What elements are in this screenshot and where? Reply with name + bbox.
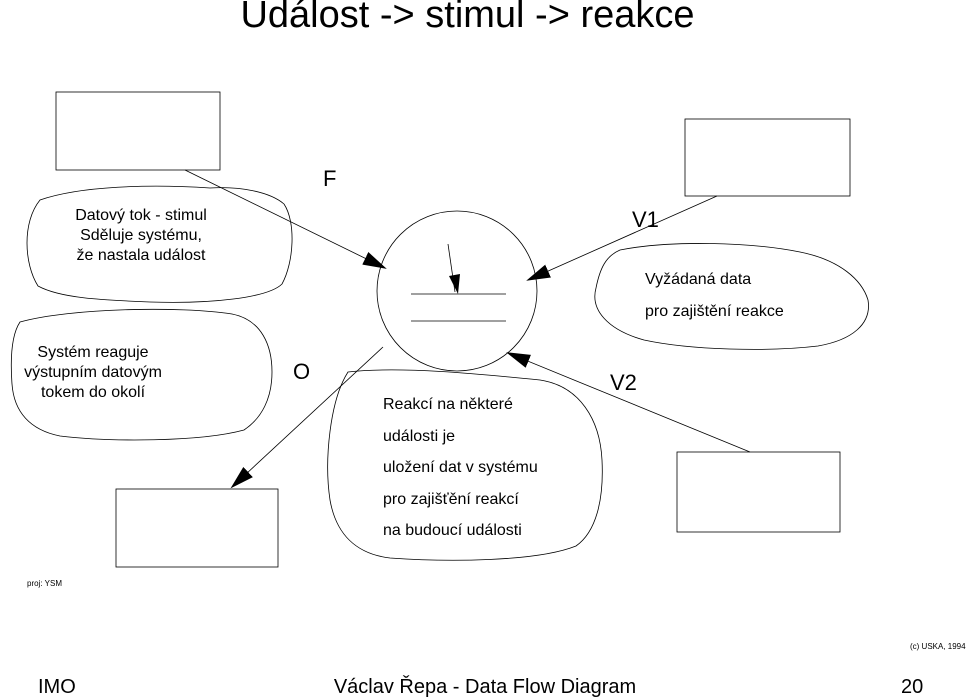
terminator-top-right [684, 118, 851, 197]
project-credit: proj: YSM [27, 579, 62, 588]
note-requested: Vyžádaná data pro zajištění reakce [645, 264, 784, 328]
note-requested-line-2: pro zajištění reakce [645, 303, 784, 320]
footer-center: Václav Řepa - Data Flow Diagram [333, 676, 637, 698]
note-output-line-1: Systém reaguje [37, 344, 149, 361]
flow-arrow-V2 [506, 352, 751, 453]
note-stimulus-line-1: Datový tok - stimul [75, 207, 207, 224]
terminator-bottom-right [676, 451, 841, 533]
note-output: Systém reaguje výstupním datovým tokem d… [18, 343, 168, 403]
note-requested-bubble [594, 243, 869, 350]
flow-label-V1: V1 [632, 207, 659, 232]
note-stimulus: Datový tok - stimul Sděluje systému, že … [56, 206, 226, 266]
copyright-credit: (c) USKA, 1994 [910, 642, 966, 651]
note-storage-line-4: pro zajišťění reakcí [383, 490, 519, 508]
note-stimulus-line-2: Sděluje systému, [80, 227, 202, 244]
flow-label-V2: V2 [610, 370, 637, 395]
page-number: 20 [901, 676, 924, 698]
note-storage-line-1: Reakcí na některé [383, 396, 513, 413]
flow-arrow-F [184, 169, 387, 269]
note-stimulus-line-3: že nastala událost [76, 247, 206, 264]
note-output-line-3: tokem do okolí [40, 384, 146, 401]
note-output-bubble [10, 308, 273, 441]
note-storage: Reakcí na některé události je uložení da… [383, 389, 538, 547]
flow-arrow-V1 [526, 195, 718, 281]
footer-left: IMO [38, 676, 76, 698]
flow-label-O: O [293, 359, 311, 384]
note-requested-line-1: Vyžádaná data [645, 271, 752, 288]
flow-arrow-O [230, 346, 384, 489]
note-storage-line-5: na budoucí události [383, 522, 522, 539]
process-tick-arrowhead [449, 274, 460, 294]
flow-label-F: F [323, 166, 337, 191]
slide-title: Událost -> stimul -> reakce [240, 0, 695, 36]
note-storage-line-3: uložení dat v systému [383, 459, 538, 476]
terminator-top-left [55, 91, 221, 171]
note-stimulus-bubble [26, 185, 293, 303]
note-storage-line-2: události je [383, 427, 456, 445]
terminator-bottom-left [115, 488, 279, 568]
note-storage-bubble [327, 369, 603, 561]
note-output-line-2: výstupním datovým [24, 364, 162, 381]
